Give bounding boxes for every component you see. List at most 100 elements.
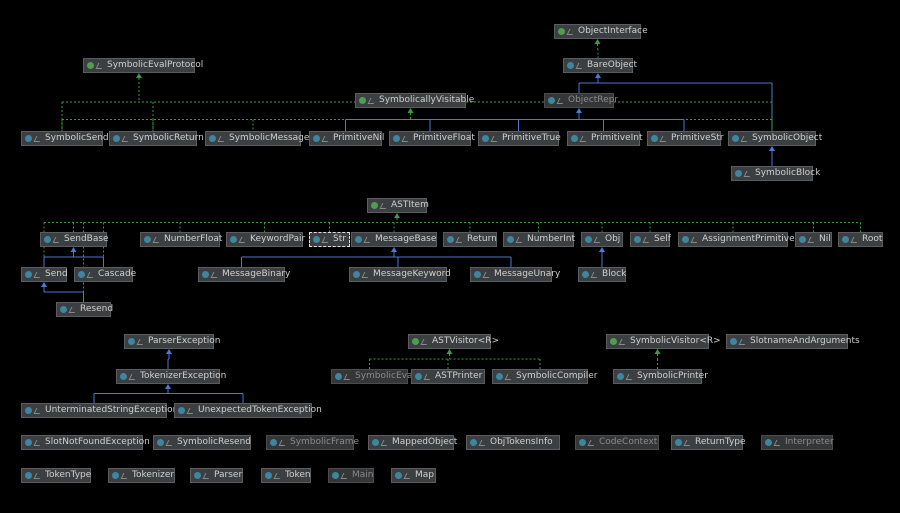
class-node-resend[interactable]: Resend bbox=[56, 302, 113, 317]
class-node-keyword-pair[interactable]: KeywordPair bbox=[226, 232, 305, 247]
class-node-slot-not-found-exception[interactable]: SlotNotFoundException bbox=[21, 435, 150, 450]
class-node-return-type[interactable]: ReturnType bbox=[671, 435, 746, 450]
class-node-symbolic-return[interactable]: SymbolicReturn bbox=[109, 131, 204, 146]
visibility-icon bbox=[33, 271, 43, 278]
class-node-message-base[interactable]: MessageBase bbox=[351, 232, 437, 247]
class-node-unterminated-string-exception[interactable]: UnterminatedStringException bbox=[21, 403, 178, 418]
visibility-icon bbox=[136, 338, 146, 345]
visibility-icon bbox=[420, 338, 430, 345]
class-node-ast-printer[interactable]: ASTPrinter bbox=[411, 369, 485, 384]
class-node-slotname-and-arguments[interactable]: SlotnameAndArguments bbox=[726, 334, 860, 349]
class-node-primitive-true[interactable]: PrimitiveTrue bbox=[478, 131, 561, 146]
interface-icon bbox=[371, 202, 378, 209]
class-node-primitive-float[interactable]: PrimitiveFloat bbox=[389, 131, 475, 146]
class-node-symbolic-message[interactable]: SymbolicMessage bbox=[205, 131, 309, 146]
class-node-symbolic-send[interactable]: SymbolicSend bbox=[21, 131, 109, 146]
interface-icon bbox=[558, 28, 565, 35]
class-icon bbox=[144, 236, 151, 243]
visibility-icon bbox=[33, 407, 43, 414]
class-node-symbolic-frame[interactable]: SymbolicFrame bbox=[266, 435, 359, 450]
class-node-message-keyword[interactable]: MessageKeyword bbox=[349, 267, 451, 282]
class-node-object-repr[interactable]: ObjectRepr bbox=[544, 93, 618, 108]
arrowhead bbox=[70, 247, 77, 252]
class-node-tokenizer-exception[interactable]: TokenizerException bbox=[116, 369, 226, 384]
class-node-number-int[interactable]: NumberInt bbox=[503, 232, 575, 247]
class-node-primitive-str[interactable]: PrimitiveStr bbox=[647, 131, 724, 146]
class-node-symbolic-compiler[interactable]: SymbolicCompiler bbox=[492, 369, 597, 384]
class-node-return[interactable]: Return bbox=[443, 232, 497, 247]
visibility-icon bbox=[367, 97, 377, 104]
class-node-label: MappedObject bbox=[392, 437, 458, 447]
class-node-symbolic-object[interactable]: SymbolicObject bbox=[728, 131, 822, 146]
class-node-symbolic-resend[interactable]: SymbolicResend bbox=[153, 435, 251, 450]
visibility-icon bbox=[738, 338, 748, 345]
class-icon bbox=[128, 338, 135, 345]
class-node-message-binary[interactable]: MessageBinary bbox=[198, 267, 290, 282]
class-node-cascade[interactable]: Cascade bbox=[74, 267, 136, 282]
class-node-unexpected-token-exception[interactable]: UnexpectedTokenException bbox=[174, 403, 322, 418]
class-icon bbox=[799, 236, 806, 243]
class-icon bbox=[585, 236, 592, 243]
class-icon bbox=[395, 472, 402, 479]
class-node-parser[interactable]: Parser bbox=[190, 468, 243, 483]
class-node-number-float[interactable]: NumberFloat bbox=[140, 232, 223, 247]
class-node-object-interface[interactable]: ObjectInterface bbox=[554, 24, 648, 39]
class-node-symbolically-visitable[interactable]: SymbolicallyVisitable bbox=[355, 93, 474, 108]
class-node-obj-tokens-info[interactable]: ObjTokensInfo bbox=[466, 435, 560, 450]
class-node-message-unary[interactable]: MessageUnary bbox=[470, 267, 560, 282]
class-node-interpreter[interactable]: Interpreter bbox=[761, 435, 834, 450]
class-node-bare-object[interactable]: BareObject bbox=[563, 58, 637, 73]
visibility-icon bbox=[478, 439, 488, 446]
class-node-primitive-nil[interactable]: PrimitiveNil bbox=[309, 131, 384, 146]
class-node-root[interactable]: Root bbox=[838, 232, 883, 247]
class-node-send[interactable]: Send bbox=[21, 267, 68, 282]
visibility-icon bbox=[210, 271, 220, 278]
class-node-label: Map bbox=[415, 470, 434, 480]
class-node-mapped-object[interactable]: MappedObject bbox=[368, 435, 458, 450]
class-node-code-context[interactable]: CodeContext bbox=[575, 435, 659, 450]
class-node-tokenizer[interactable]: Tokenizer bbox=[108, 468, 175, 483]
class-icon bbox=[353, 271, 360, 278]
class-node-label: NumberFloat bbox=[164, 234, 223, 244]
visibility-icon bbox=[593, 236, 603, 243]
class-node-symbolic-block[interactable]: SymbolicBlock bbox=[731, 166, 820, 181]
class-node-self[interactable]: Self bbox=[630, 232, 671, 247]
visibility-icon bbox=[33, 439, 43, 446]
class-node-label: SymbolicSend bbox=[45, 133, 109, 143]
visibility-icon bbox=[740, 135, 750, 142]
class-node-label: Tokenizer bbox=[132, 470, 175, 480]
class-node-ast-item[interactable]: ASTItem bbox=[367, 198, 429, 213]
class-node-block[interactable]: Block bbox=[578, 267, 626, 282]
class-icon bbox=[682, 236, 689, 243]
visibility-icon bbox=[575, 62, 585, 69]
class-icon bbox=[765, 439, 772, 446]
class-node-token[interactable]: Token bbox=[261, 468, 311, 483]
class-node-assignment-primitive[interactable]: AssignmentPrimitive bbox=[678, 232, 795, 247]
class-node-symbolic-visitor[interactable]: SymbolicVisitor<R> bbox=[606, 334, 721, 349]
class-node-label: SymbolicallyVisitable bbox=[379, 95, 475, 105]
class-icon bbox=[202, 271, 209, 278]
class-node-map[interactable]: Map bbox=[391, 468, 436, 483]
class-node-ast-visitor[interactable]: ASTVisitor<R> bbox=[408, 334, 499, 349]
class-node-main[interactable]: Main bbox=[328, 468, 374, 483]
class-node-label: SymbolicResend bbox=[177, 437, 252, 447]
class-node-nil[interactable]: Nil bbox=[795, 232, 832, 247]
edge-message-base-extends bbox=[241, 252, 512, 267]
class-node-symbolic-eval[interactable]: SymbolicEval bbox=[331, 369, 415, 384]
class-node-obj[interactable]: Obj bbox=[581, 232, 623, 247]
visibility-icon bbox=[363, 236, 373, 243]
class-node-token-type[interactable]: TokenType bbox=[21, 468, 91, 483]
visibility-icon bbox=[807, 236, 817, 243]
class-node-label: MessageBinary bbox=[222, 269, 291, 279]
class-node-send-base[interactable]: SendBase bbox=[40, 232, 109, 247]
class-icon bbox=[415, 373, 422, 380]
visibility-icon bbox=[590, 271, 600, 278]
class-node-parser-exception[interactable]: ParserException bbox=[124, 334, 220, 349]
class-icon bbox=[194, 472, 201, 479]
class-node-str[interactable]: Str bbox=[309, 232, 350, 247]
class-node-primitive-int[interactable]: PrimitiveInt bbox=[567, 131, 643, 146]
class-node-symbolic-printer[interactable]: SymbolicPrinter bbox=[613, 369, 708, 384]
visibility-icon bbox=[321, 236, 331, 243]
class-node-symbolic-eval-protocol[interactable]: SymbolicEvalProtocol bbox=[83, 58, 203, 73]
class-icon bbox=[25, 271, 32, 278]
